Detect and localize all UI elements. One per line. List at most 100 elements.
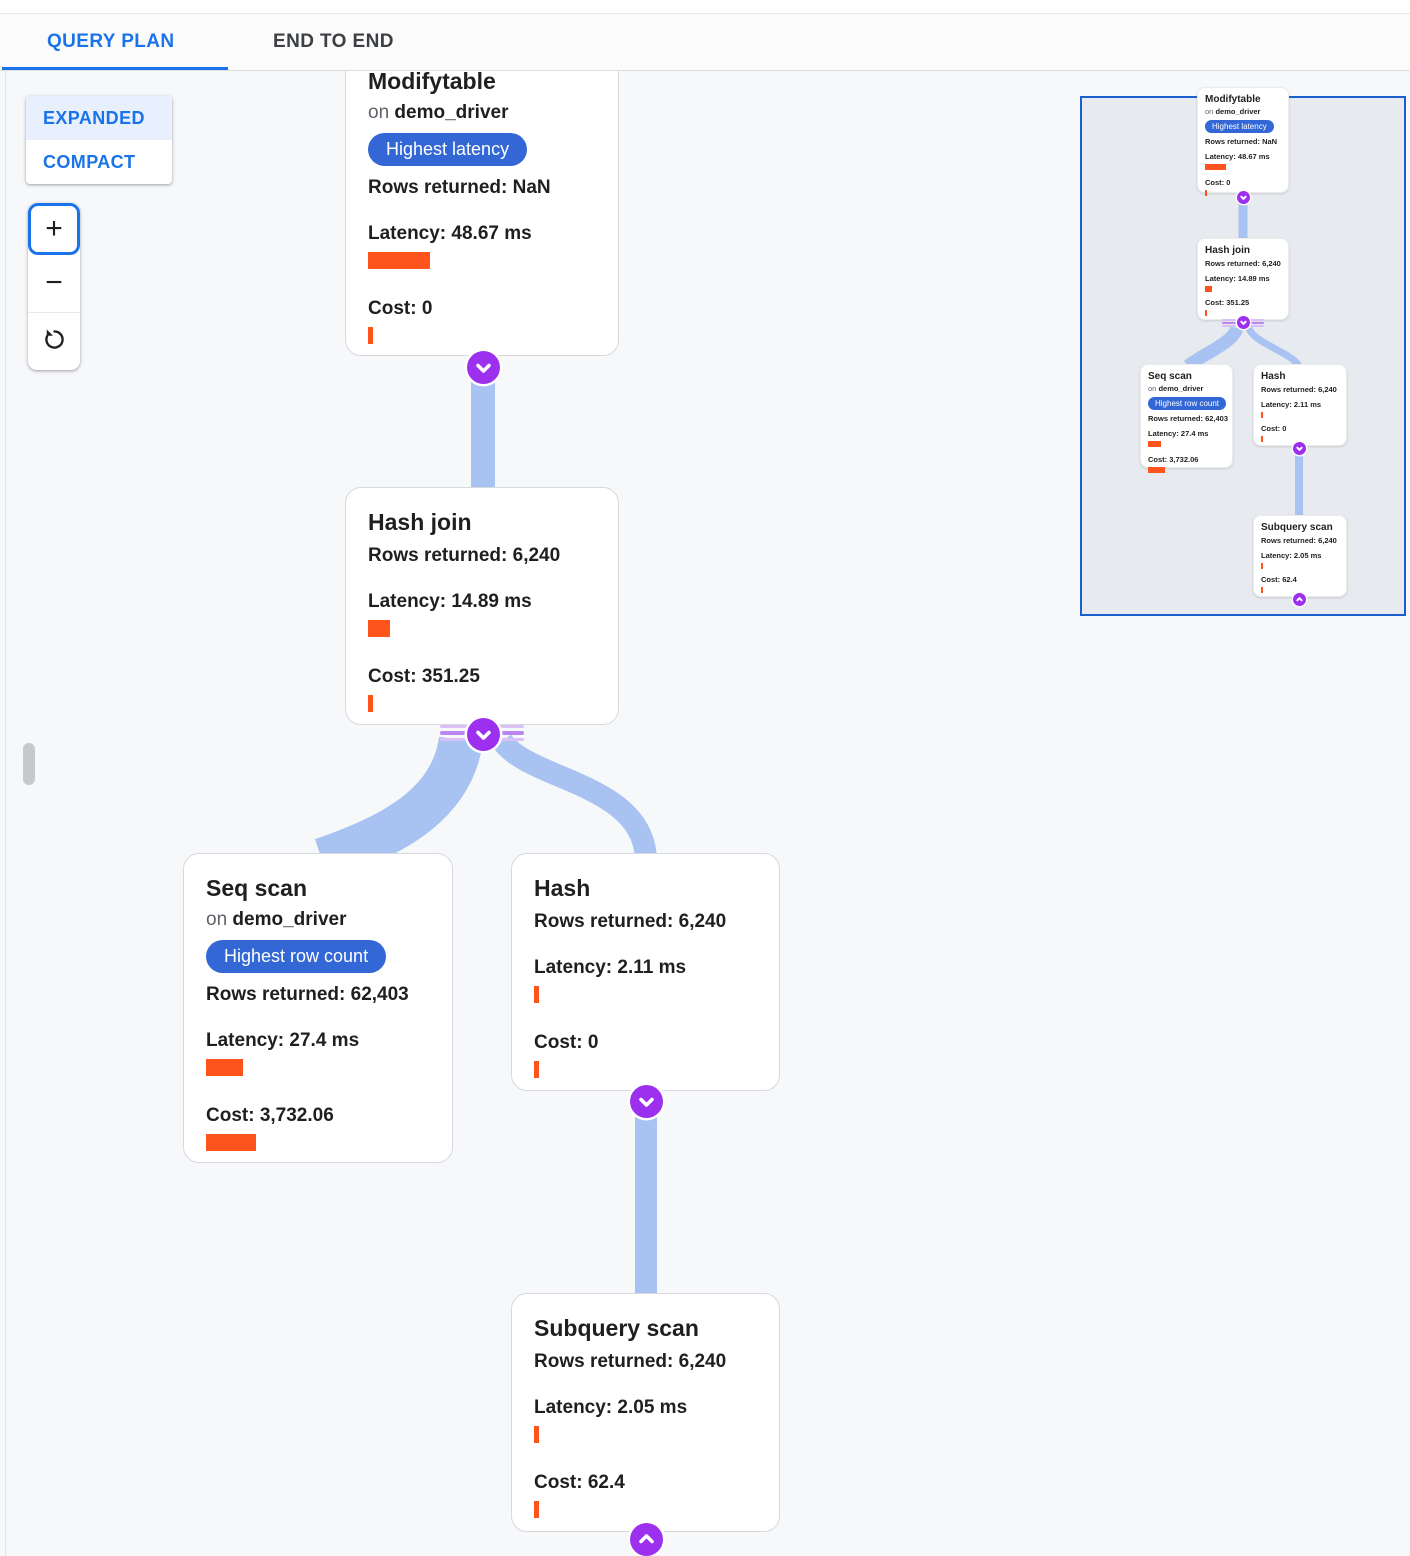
cost-bar: [1205, 190, 1207, 196]
stack-line: [1222, 322, 1236, 324]
stack-line: [440, 724, 470, 728]
cost-bar: [1148, 467, 1165, 473]
node-title: Subquery scan: [534, 1315, 699, 1341]
minimap-node-hash-join[interactable]: Hash join Rows returned: 6,240 Latency: …: [1197, 238, 1289, 320]
cost: Cost: 3,732.06: [1148, 455, 1199, 464]
minimap-node-subquery-scan[interactable]: Subquery scan Rows returned: 6,240 Laten…: [1253, 515, 1347, 597]
active-tab-underline: [2, 67, 228, 70]
collapse-toggle-hash[interactable]: [629, 1084, 663, 1118]
cost: Cost: 62.4: [534, 1472, 625, 1493]
latency: Latency: 48.67 ms: [368, 223, 532, 244]
rows-returned: Rows returned: 6,240: [1205, 259, 1281, 268]
stack-line: [496, 737, 524, 741]
latency: Latency: 48.67 ms: [1205, 152, 1270, 161]
latency-bar: [1205, 164, 1227, 170]
latency: Latency: 14.89 ms: [1205, 274, 1270, 283]
stack-line: [496, 724, 524, 728]
latency: Latency: 2.11 ms: [1261, 400, 1322, 409]
chevron-up-icon: [630, 1523, 663, 1556]
stack-line: [440, 731, 470, 735]
node-hash-join[interactable]: Hash join Rows returned: 6,240 Latency: …: [345, 487, 619, 725]
panel-left-border: [5, 71, 6, 1556]
highest-row-count-badge: Highest row count: [206, 940, 387, 973]
expand-toggle-subquery-scan[interactable]: [629, 1522, 663, 1556]
node-title: Hash join: [1205, 245, 1251, 256]
stack-line: [1222, 319, 1236, 321]
minimap-collapse-toggle[interactable]: [1236, 190, 1250, 204]
node-title: Hash: [1261, 371, 1286, 382]
minimap-node-hash[interactable]: Hash Rows returned: 6,240 Latency: 2.11 …: [1253, 364, 1347, 446]
collapse-toggle-modifytable[interactable]: [466, 350, 500, 384]
latency-bar: [534, 1426, 539, 1443]
minimap-node-seq-scan[interactable]: Seq scan on demo_driver Highest row coun…: [1140, 364, 1233, 473]
latency: Latency: 27.4 ms: [1148, 429, 1209, 438]
collapse-toggle-hash-join[interactable]: [466, 717, 500, 751]
cost: Cost: 351.25: [1205, 298, 1250, 307]
cost: Cost: 0: [1205, 178, 1231, 187]
rows-returned: Rows returned: 62,403: [206, 984, 409, 1005]
zoom-out-button[interactable]: −: [45, 266, 63, 299]
compact-button[interactable]: COMPACT: [43, 151, 136, 172]
node-title: Seq scan: [1148, 371, 1192, 382]
stack-line: [1250, 322, 1264, 324]
highest-latency-badge: Highest latency: [1205, 120, 1274, 133]
chevron-down-icon: [1237, 316, 1250, 329]
node-seq-scan[interactable]: Seq scan on demo_driver Highest row coun…: [183, 853, 453, 1163]
highest-latency-badge: Highest latency: [368, 133, 528, 166]
cost-bar: [1261, 436, 1263, 442]
chevron-down-icon: [630, 1085, 663, 1118]
expanded-button[interactable]: EXPANDED: [26, 96, 172, 140]
latency: Latency: 2.05 ms: [534, 1397, 688, 1418]
window-top-strip: [0, 0, 1410, 14]
node-title: Hash: [534, 875, 591, 901]
reset-icon: [41, 326, 68, 358]
tab-bar: QUERY PLAN END TO END: [0, 14, 1410, 71]
latency-bar: [368, 252, 430, 269]
rows-returned: Rows returned: 6,240: [368, 545, 561, 566]
node-table-line: on demo_driver: [1148, 384, 1204, 393]
minimap-node-modifytable[interactable]: Modifytable on demo_driver Highest laten…: [1197, 87, 1289, 196]
node-hash[interactable]: Hash Rows returned: 6,240 Latency: 2.11 …: [511, 853, 780, 1091]
chevron-down-icon: [467, 351, 500, 384]
node-title: Modifytable: [368, 71, 496, 94]
zoom-controls: + −: [28, 203, 80, 370]
minimap-expand-toggle[interactable]: [1292, 592, 1306, 606]
rows-returned: Rows returned: 6,240: [534, 1351, 727, 1372]
minimap-collapse-toggle[interactable]: [1292, 441, 1306, 455]
cost-bar: [1205, 310, 1207, 316]
latency-bar: [1148, 441, 1161, 447]
latency: Latency: 2.11 ms: [534, 957, 687, 978]
cost-bar: [206, 1134, 256, 1151]
cost-bar: [534, 1061, 539, 1078]
stack-line: [496, 731, 524, 735]
tab-end-to-end[interactable]: END TO END: [273, 31, 394, 52]
stack-line: [440, 737, 470, 741]
query-plan-canvas[interactable]: EXPANDED COMPACT + −: [0, 71, 1410, 1556]
minimap-collapse-toggle[interactable]: [1236, 315, 1250, 329]
highest-row-count-badge: Highest row count: [1148, 397, 1227, 410]
cost-bar: [368, 327, 373, 344]
stack-line: [1222, 325, 1236, 327]
node-title: Hash join: [368, 509, 472, 535]
zoom-in-button[interactable]: +: [28, 203, 80, 255]
latency-bar: [1205, 286, 1213, 292]
rows-returned: Rows returned: 6,240: [534, 911, 727, 932]
chevron-down-icon: [467, 718, 500, 751]
zoom-reset-button[interactable]: [28, 313, 80, 370]
cost: Cost: 0: [534, 1032, 599, 1053]
latency-bar: [206, 1059, 243, 1076]
node-modifytable[interactable]: Modifytable on demo_driver Highest laten…: [345, 71, 619, 356]
node-title: Seq scan: [206, 875, 307, 901]
tab-query-plan[interactable]: QUERY PLAN: [47, 31, 175, 52]
node-subquery-scan[interactable]: Subquery scan Rows returned: 6,240 Laten…: [511, 1293, 780, 1532]
vertical-scrollbar-thumb[interactable]: [23, 743, 35, 785]
cost-bar: [368, 695, 373, 712]
latency-bar: [1261, 563, 1263, 569]
cost: Cost: 0: [1261, 424, 1287, 433]
cost-bar: [1261, 587, 1263, 593]
latency-bar: [368, 620, 390, 637]
zoom-divider: [28, 312, 80, 313]
rows-returned: Rows returned: NaN: [368, 177, 551, 198]
node-title: Subquery scan: [1261, 522, 1333, 533]
cost: Cost: 62.4: [1261, 575, 1297, 584]
